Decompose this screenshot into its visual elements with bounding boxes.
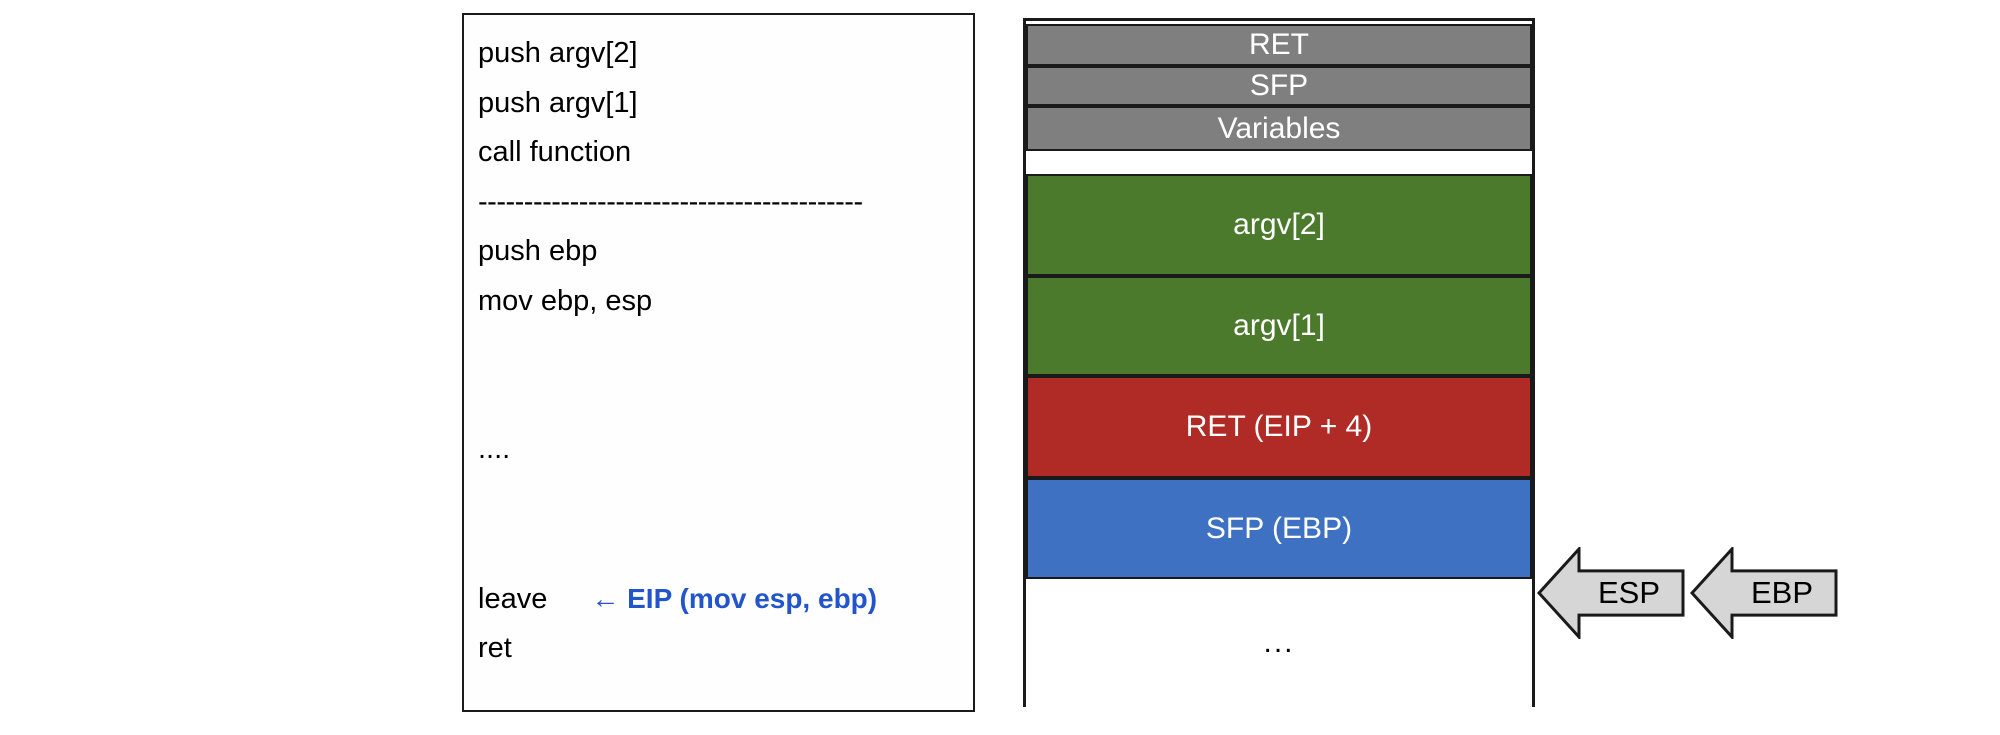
stack-cell-argv-1: argv[1] bbox=[1026, 276, 1532, 376]
code-blank-line bbox=[478, 475, 967, 525]
stack-cell-label: ... bbox=[1263, 626, 1295, 659]
code-line: leave ← EIP (mov esp, ebp) bbox=[478, 574, 967, 625]
stack-cell-gap bbox=[1026, 151, 1532, 174]
stack-cell-variables: Variables bbox=[1026, 106, 1532, 151]
code-line-text: leave bbox=[478, 582, 548, 615]
stack-cell-label: argv[2] bbox=[1233, 208, 1325, 241]
stack-cell-argv-2: argv[2] bbox=[1026, 174, 1532, 276]
stack-diagram-panel: RET SFP Variables argv[2] argv[1] RET (EIP + … bbox=[1023, 18, 1535, 707]
code-line: call function bbox=[478, 128, 967, 178]
code-line-text: ret bbox=[478, 632, 512, 664]
code-line-text bbox=[478, 532, 486, 564]
code-blank-line bbox=[478, 524, 967, 574]
code-line: ret bbox=[478, 624, 967, 674]
code-line-text: push argv[2] bbox=[478, 37, 638, 69]
stack-cell-ret-eip-4: RET (EIP + 4) bbox=[1026, 376, 1532, 478]
code-line: mov ebp, esp bbox=[478, 277, 967, 327]
stack-cell-sfp: SFP bbox=[1026, 66, 1532, 106]
code-line: push ebp bbox=[478, 227, 967, 277]
left-arrow-icon bbox=[1536, 545, 1685, 641]
eip-annotation: ← EIP (mov esp, ebp) bbox=[591, 582, 878, 614]
code-line: push argv[1] bbox=[478, 79, 967, 129]
code-line: .... bbox=[478, 425, 967, 475]
assembly-code-lines: push argv[2] push argv[1] call function ---… bbox=[478, 29, 967, 704]
code-line: push argv[2] bbox=[478, 29, 967, 79]
code-line-text: push argv[1] bbox=[478, 86, 638, 119]
stack-cell-sfp-ebp: SFP (EBP) bbox=[1026, 478, 1532, 579]
code-blank-line bbox=[478, 326, 967, 376]
stack-cell-label: SFP bbox=[1249, 69, 1309, 102]
stack-cell-label: RET bbox=[1249, 28, 1309, 61]
ebp-pointer: EBP bbox=[1689, 545, 1838, 641]
stack-cell-label: argv[1] bbox=[1233, 309, 1325, 342]
stack-cell-label: RET (EIP + 4) bbox=[1185, 410, 1373, 443]
code-line-text: push ebp bbox=[478, 235, 598, 267]
code-line-text: .... bbox=[478, 433, 511, 465]
assembly-code-panel: push argv[2] push argv[1] call function ---… bbox=[462, 13, 975, 712]
esp-pointer: ESP bbox=[1536, 545, 1685, 641]
code-line-text: ----------------------------------------… bbox=[478, 185, 863, 218]
stack-cell-ret: RET bbox=[1026, 24, 1532, 66]
code-blank-line bbox=[478, 376, 967, 426]
code-line-text bbox=[478, 384, 486, 416]
code-line-text: mov ebp, esp bbox=[478, 284, 653, 317]
left-arrow-icon bbox=[1689, 545, 1838, 641]
stack-cell-label: SFP (EBP) bbox=[1205, 511, 1353, 545]
stack-cell-ellipsis: ... bbox=[1026, 579, 1532, 707]
code-separator-rule: ----------------------------------------… bbox=[478, 178, 967, 228]
code-line-text bbox=[478, 483, 486, 515]
code-line-text: call function bbox=[478, 136, 632, 168]
code-line-text bbox=[478, 334, 486, 366]
stack-cell-label: Variables bbox=[1217, 111, 1341, 145]
